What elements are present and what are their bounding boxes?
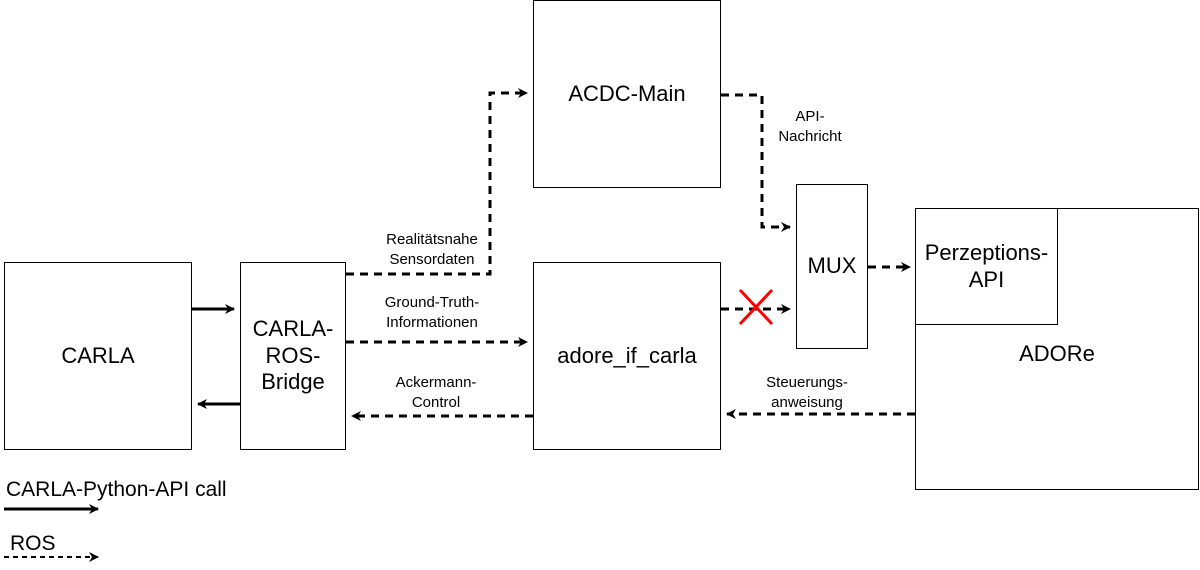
edge-label-ground-truth: Ground-Truth- Informationen	[384, 294, 480, 332]
ros-arrow-api-message	[721, 93, 791, 232]
acdc-main-label: ACDC-Main	[568, 80, 686, 106]
adore-if-carla-label: adore_if_carla	[557, 342, 697, 368]
ros-arrow-sensordata	[346, 88, 528, 276]
adore-if-carla-box: adore_if_carla	[533, 262, 721, 450]
perception-api-box: Perzeptions- API	[915, 208, 1058, 325]
blocked-cross-icon	[738, 288, 774, 326]
ros-bridge-box: CARLA- ROS- Bridge	[240, 262, 346, 450]
acdc-main-box: ACDC-Main	[533, 0, 721, 188]
edge-label-sensordata: Realitätsnahe Sensordaten	[386, 231, 478, 269]
mux-box: MUX	[796, 184, 868, 349]
edge-label-control-command: Steuerungs- anweisung	[766, 374, 848, 412]
legend-label-ros: ROS	[10, 532, 56, 555]
ros-bridge-label: CARLA- ROS- Bridge	[252, 316, 334, 395]
carla-label: CARLA	[61, 342, 135, 368]
carla-box: CARLA	[4, 262, 192, 450]
adore-label: ADORe	[1019, 341, 1095, 366]
perception-api-label: Perzeptions- API	[924, 240, 1049, 292]
edge-label-api-message: API- Nachricht	[778, 108, 842, 146]
mux-label: MUX	[807, 253, 857, 279]
edge-label-ackermann: Ackermann- Control	[395, 374, 477, 412]
legend-label-api-call: CARLA-Python-API call	[6, 478, 227, 501]
